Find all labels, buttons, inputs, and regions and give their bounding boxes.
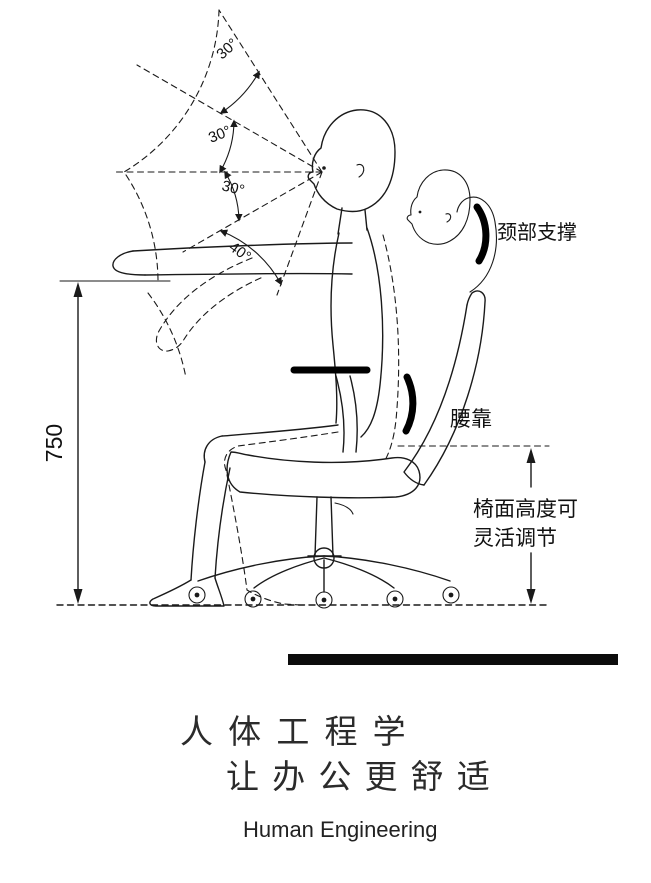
neck-support-pad [473, 203, 490, 265]
lumbar-support-label: 腰靠 [450, 408, 492, 431]
office-chair [188, 196, 497, 609]
eye-dot [322, 166, 326, 170]
neck-support-label: 颈部支撑 [497, 221, 577, 244]
title-line2: 让 办 公 更 舒 适 [226, 758, 492, 795]
angle-label-lower: 30° [220, 177, 246, 199]
seat-height-dimension [397, 445, 550, 604]
seat-height-label-line1: 椅面高度可 [473, 498, 578, 521]
height-dimension-value: 750 [41, 424, 67, 462]
caster-wheels [188, 586, 460, 609]
title-block: 人 体 工 程 学 让 办 公 更 舒 适 Human Engineering [180, 713, 492, 842]
divider-bar [288, 654, 618, 665]
ghost-position [155, 169, 471, 606]
lumbar-support-pad [402, 373, 417, 435]
person-figure [112, 109, 396, 607]
title-line1: 人 体 工 程 学 [180, 713, 409, 750]
viewing-angle-fan [114, 9, 323, 379]
ghost-eye-dot [418, 210, 422, 214]
height-dimension-750: 750 [41, 280, 171, 604]
title-subtitle: Human Engineering [243, 817, 437, 842]
angle-label-upper: 30° [206, 122, 233, 146]
seat-height-label-line2: 灵活调节 [473, 527, 557, 550]
angle-label-bottom: 40° [226, 238, 254, 265]
angle-arcs [219, 70, 282, 286]
